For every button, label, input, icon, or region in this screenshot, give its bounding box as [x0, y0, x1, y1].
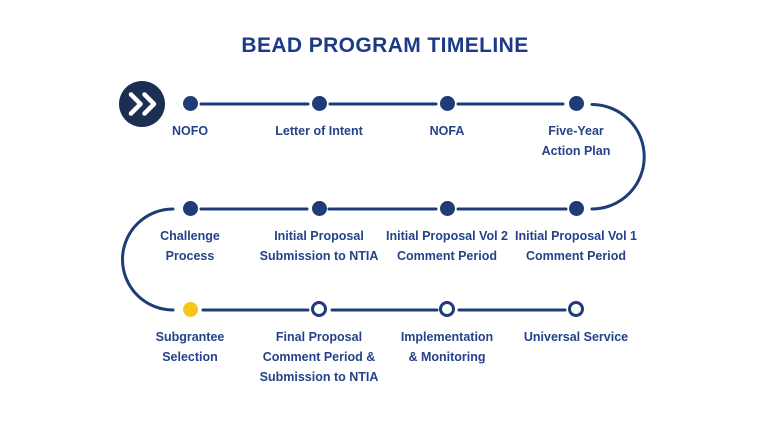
- connector-right-arc: [590, 103, 646, 211]
- milestone-dot-complete: [439, 96, 455, 111]
- milestone-dot-complete: [182, 96, 198, 111]
- milestone-dot-upcoming: [568, 301, 584, 317]
- milestone-challenge-process: Challenge Process: [115, 201, 265, 266]
- milestone-initial-proposal-vol2: Initial Proposal Vol 2 Comment Period: [372, 201, 522, 266]
- double-chevron-right-icon: [119, 81, 165, 127]
- milestone-letter-of-intent: Letter of Intent: [244, 96, 394, 141]
- milestone-universal-service: Universal Service: [501, 301, 651, 347]
- milestone-label: Subgrantee Selection: [155, 330, 225, 364]
- milestone-dot-upcoming: [311, 301, 327, 317]
- milestone-label: Initial Proposal Submission to NTIA: [259, 229, 379, 263]
- milestone-dot-complete: [439, 201, 455, 216]
- milestone-initial-proposal-submission: Initial Proposal Submission to NTIA: [244, 201, 394, 266]
- milestone-label: NOFA: [429, 124, 465, 138]
- milestone-nofa: NOFA: [372, 96, 522, 141]
- milestone-initial-proposal-vol1: Initial Proposal Vol 1 Comment Period: [501, 201, 651, 266]
- milestone-dot-complete: [311, 201, 327, 216]
- connector-left-arc: [121, 207, 175, 312]
- milestone-label: Initial Proposal Vol 1 Comment Period: [514, 229, 637, 263]
- milestone-dot-complete: [311, 96, 327, 111]
- page-title: BEAD PROGRAM TIMELINE: [241, 34, 529, 57]
- milestone-dot-current: [182, 302, 198, 317]
- milestone-dot-complete: [568, 201, 584, 216]
- milestone-label: Challenge Process: [160, 229, 220, 263]
- milestone-five-year-action-plan: Five-Year Action Plan: [501, 96, 651, 161]
- milestone-label: Universal Service: [523, 330, 629, 344]
- milestone-label: Final Proposal Comment Period & Submissi…: [259, 330, 379, 384]
- milestone-label: Implementation & Monitoring: [400, 330, 494, 364]
- milestone-dot-complete: [182, 201, 198, 216]
- milestone-label: Letter of Intent: [275, 124, 363, 138]
- milestone-dot-upcoming: [439, 301, 455, 317]
- milestone-label: Initial Proposal Vol 2 Comment Period: [385, 229, 508, 263]
- timeline-start-badge: [119, 81, 165, 127]
- milestone-dot-complete: [568, 96, 584, 111]
- milestone-implementation-monitoring: Implementation & Monitoring: [372, 301, 522, 367]
- milestone-subgrantee-selection: Subgrantee Selection: [115, 302, 265, 367]
- milestone-final-proposal: Final Proposal Comment Period & Submissi…: [244, 301, 394, 387]
- milestone-label: Five-Year Action Plan: [541, 124, 611, 158]
- milestone-nofo: NOFO: [115, 96, 265, 141]
- milestone-label: NOFO: [171, 124, 209, 138]
